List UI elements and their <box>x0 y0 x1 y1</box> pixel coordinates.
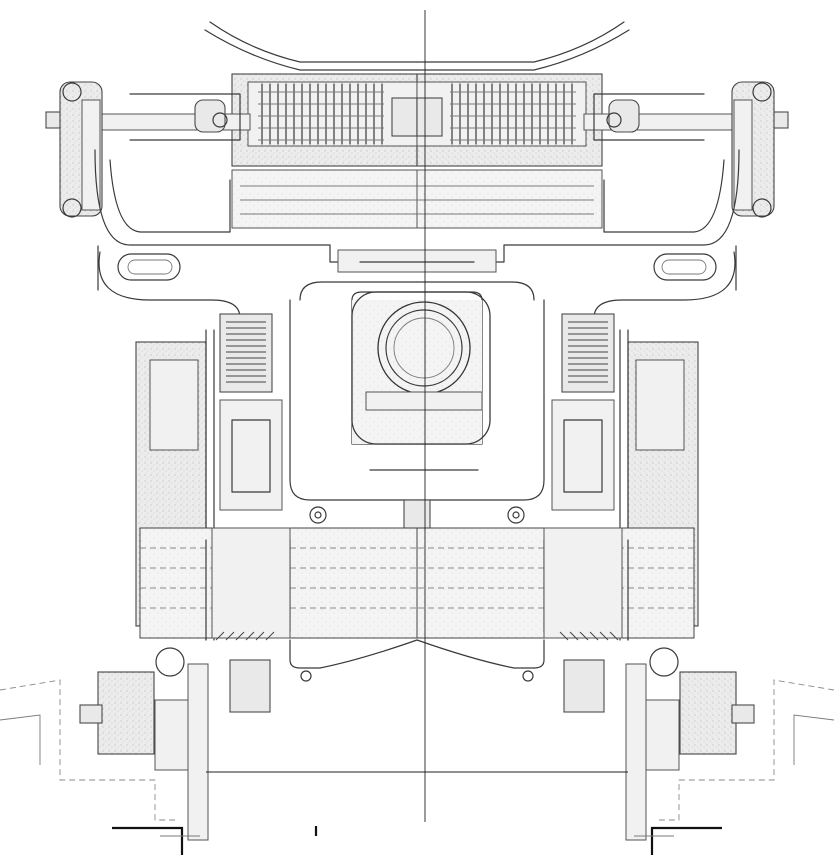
assembly-right-half <box>415 20 834 855</box>
assembly-left-half <box>0 20 419 855</box>
center-pivot <box>337 249 497 529</box>
